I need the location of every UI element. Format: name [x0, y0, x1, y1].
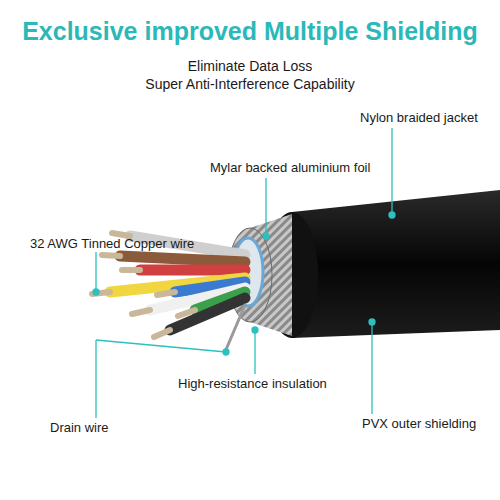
part-label: Nylon braided jacket: [360, 110, 478, 126]
part-label: PVX outer shielding: [362, 416, 476, 432]
leader-lines: [93, 128, 395, 418]
main-title: Exclusive improved Multiple Shielding: [0, 16, 500, 46]
subtitle: Eliminate Data Loss: [0, 58, 500, 74]
subtitle: Super Anti-Interference Capability: [0, 76, 500, 92]
part-label: High-resistance insulation: [178, 376, 327, 392]
part-label: 32 AWG Tinned Copper wire: [30, 236, 194, 252]
part-label: Drain wire: [50, 420, 109, 436]
cable-jacket: [292, 190, 500, 338]
part-label: Mylar backed aluminium foil: [210, 160, 370, 176]
